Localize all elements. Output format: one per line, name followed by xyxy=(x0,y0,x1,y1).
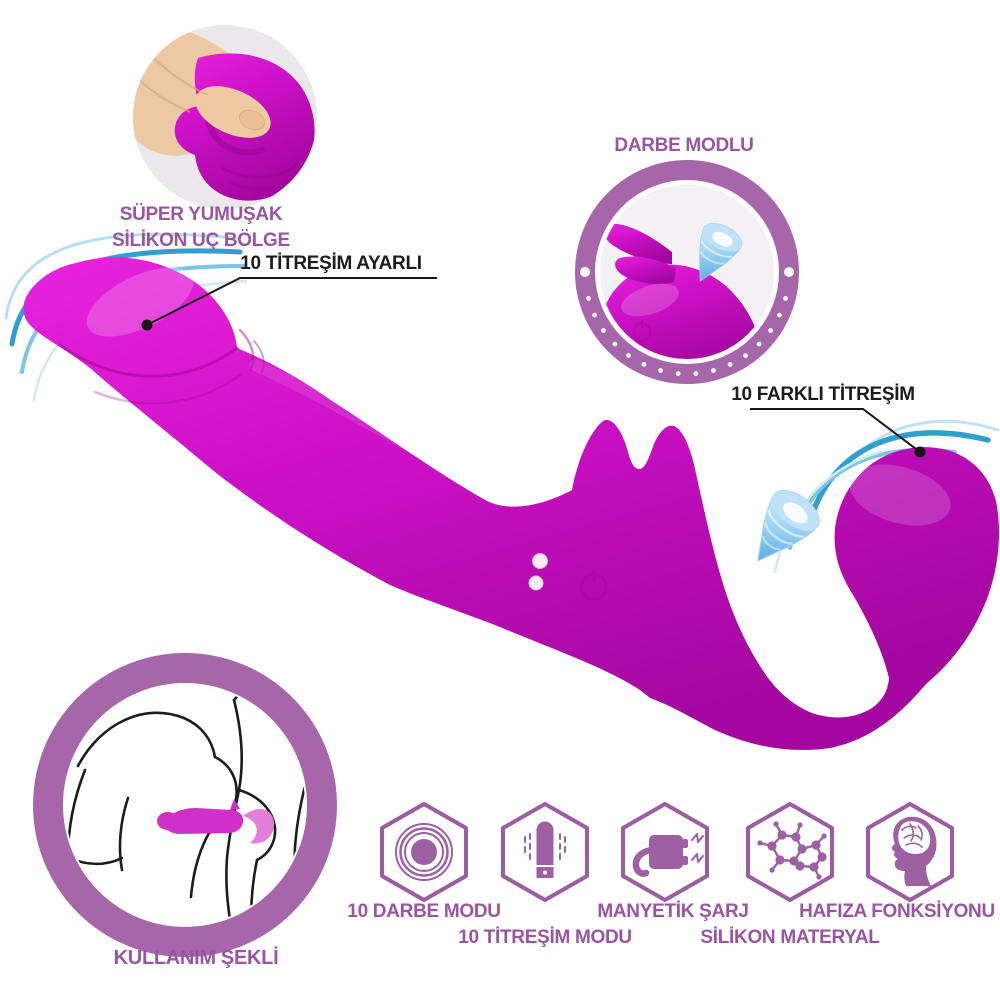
charging-contact-dots xyxy=(528,553,548,591)
power-icon xyxy=(580,569,608,601)
silicone-fold-line xyxy=(229,177,293,191)
soft-tip-caption: SÜPER YUMUŞAK SİLİKON UÇ BÖLGE xyxy=(112,202,290,254)
pulse-mode-title: DARBE MODLU xyxy=(614,134,754,156)
thumb-nail xyxy=(239,109,265,131)
soft-tip-caption-line2: SİLİKON UÇ BÖLGE xyxy=(112,230,290,251)
usage-caption: KULLANIM ŞEKLİ xyxy=(113,947,279,970)
pulse-mode-inset xyxy=(575,160,799,384)
feature-label-memory-function: HAFIZA FONKSİYONU xyxy=(799,900,995,922)
feature-hexagons xyxy=(380,802,954,902)
shaft-highlight xyxy=(249,359,526,506)
pulse-rings-icon xyxy=(395,823,453,881)
feature-hexagon xyxy=(501,802,589,902)
silicone-molecule-icon xyxy=(757,821,827,880)
feature-label-vibration-modes: 10 TİTREŞİM MODU xyxy=(458,926,632,948)
finger-lines xyxy=(135,54,209,113)
usage-inset xyxy=(33,653,337,957)
callout-tip-line xyxy=(141,277,437,331)
feature-label-magnetic-charge: MANYETİK ŞARJ xyxy=(597,900,749,922)
silicone-fold-line xyxy=(221,162,298,179)
usage-product xyxy=(157,799,275,844)
inset-ring xyxy=(33,653,337,957)
callout-tip-label: 10 TİTREŞİM AYARLI xyxy=(240,252,422,274)
feature-hexagon xyxy=(621,802,709,902)
soft-tip-inset xyxy=(133,25,317,209)
bullet-vibrator-icon xyxy=(524,821,566,878)
tip-ridge-lines xyxy=(58,328,265,405)
feature-hexagon xyxy=(380,802,468,902)
pulse-cone-icon xyxy=(757,489,820,562)
bulb-highlight xyxy=(849,464,951,526)
ring-dots xyxy=(580,267,794,376)
tip-highlight xyxy=(86,267,194,337)
feature-hexagon xyxy=(866,802,954,902)
magnetic-charger-icon xyxy=(632,833,704,877)
feature-hexagon xyxy=(746,802,834,902)
product-body xyxy=(23,257,1000,750)
pulse-mode-closeup xyxy=(600,222,762,359)
feature-label-pulse-modes: 10 DARBE MODU xyxy=(347,900,501,922)
callout-end-label: 10 FARKLI TİTREŞİM xyxy=(731,383,915,405)
callout-end-line xyxy=(750,408,926,458)
memory-brain-icon xyxy=(892,816,937,886)
feature-label-silicone-material: SİLİKON MATERYAL xyxy=(700,926,880,948)
soft-tip-caption-line1: SÜPER YUMUŞAK xyxy=(119,203,283,225)
